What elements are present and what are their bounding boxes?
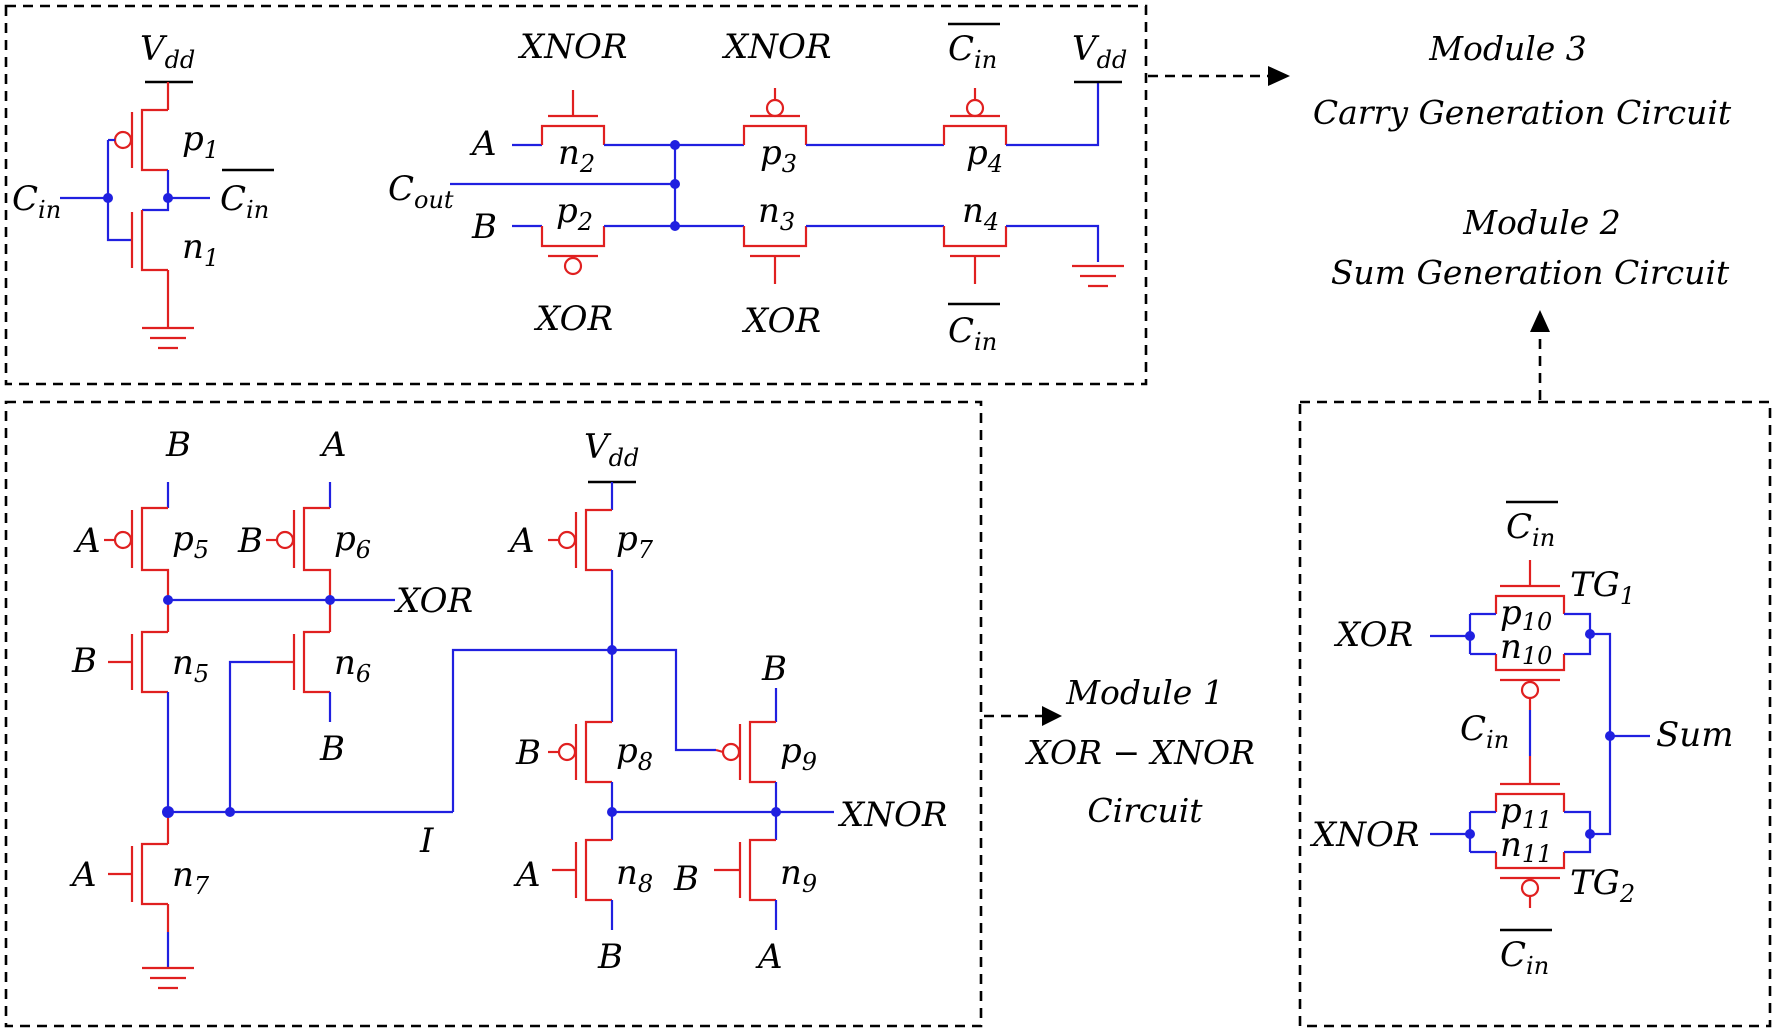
module1-line2: Circuit <box>1087 791 1203 830</box>
p4-label: p4 <box>966 133 1003 178</box>
n4-label: n4 <box>962 191 999 236</box>
n9-label: n9 <box>780 853 817 898</box>
p1-label: p1 <box>182 119 219 164</box>
cin-inverter <box>60 80 210 350</box>
input-a-carry: A <box>469 124 497 164</box>
a-gate-label-p7: A <box>507 521 535 561</box>
xor-xnor-frame <box>4 400 983 1028</box>
arrow-to-module3 <box>1148 66 1290 86</box>
xnor-gate-label-n2: XNOR <box>517 27 627 67</box>
module2-title: Module 2 <box>1462 203 1621 242</box>
module2-subtitle: Sum Generation Circuit <box>1331 253 1730 292</box>
p6-label: p6 <box>334 519 371 564</box>
xor-gate-label-p2: XOR <box>533 299 613 339</box>
n10-label: n10 <box>1500 627 1552 670</box>
carry-network <box>450 80 1124 288</box>
arrow-to-module2 <box>1530 310 1550 400</box>
p7-label: p7 <box>616 519 654 564</box>
b-gate-label-p6: B <box>237 521 263 561</box>
n11-label: n11 <box>1500 825 1552 868</box>
n5-label: n5 <box>172 643 209 688</box>
p10-label: p10 <box>1500 593 1552 636</box>
n1-label: n1 <box>182 227 219 272</box>
vdd-label-inv: Vdd <box>140 29 195 74</box>
n8-label: n8 <box>616 853 653 898</box>
node-i-label: I <box>419 821 434 861</box>
module3-title: Module 3 <box>1428 29 1587 68</box>
tg1-label: TG1 <box>1570 565 1635 610</box>
p8-label: p8 <box>616 731 653 776</box>
n6-label: n6 <box>334 643 371 688</box>
a-gate-label-p5: A <box>73 521 101 561</box>
b-bottom-label-n6: B <box>319 729 345 769</box>
a-gate-label-n7: A <box>69 855 97 895</box>
arrow-to-module1 <box>984 706 1062 726</box>
xor-input-label: XOR <box>1333 615 1413 655</box>
n7-label: n7 <box>172 855 210 900</box>
p9-label: p9 <box>780 731 817 776</box>
carry-generation-frame <box>4 4 1148 386</box>
vdd-label-carry: Vdd <box>1072 29 1127 74</box>
input-b-carry: B <box>471 207 497 247</box>
n3-label: n3 <box>758 191 795 236</box>
cin-gate-label-p4: Cin <box>948 29 997 74</box>
p11-label: p11 <box>1500 791 1552 834</box>
sum-generation-frame <box>1298 400 1772 1028</box>
sum-network <box>1430 560 1650 908</box>
b-bottom-label-n8: B <box>597 937 623 977</box>
vdd-label-xor: Vdd <box>584 427 639 472</box>
b-gate-label-n5: B <box>71 641 97 681</box>
cin-input-label: Cin <box>12 179 61 224</box>
cin-bar-output-label: Cin <box>220 179 269 224</box>
cin-label-tg2: Cin <box>1500 935 1549 980</box>
module1-line1: XOR − XNOR <box>1024 733 1255 772</box>
b-top-label-p9: B <box>761 649 787 689</box>
xnor-gate-label-p3: XNOR <box>721 27 831 67</box>
b-top-label-p5: B <box>165 425 191 465</box>
a-top-label-p6: A <box>319 425 347 465</box>
cout-label: Cout <box>388 169 454 214</box>
xnor-output-label: XNOR <box>837 795 947 835</box>
p2-label: p2 <box>556 191 593 236</box>
module1-title: Module 1 <box>1065 673 1224 712</box>
cin-label-tg1: Cin <box>1506 507 1555 552</box>
a-bottom-label-n9: A <box>755 937 783 977</box>
cin-gate-label-n4: Cin <box>948 311 997 356</box>
p5-label: p5 <box>172 519 209 564</box>
sum-output-label: Sum <box>1656 715 1733 755</box>
xor-gate-label-n3: XOR <box>741 301 821 341</box>
b-gate-label-p8: B <box>515 733 541 773</box>
a-gate-label-n8: A <box>513 855 541 895</box>
xor-output-label: XOR <box>393 581 473 621</box>
xnor-input-label: XNOR <box>1309 815 1419 855</box>
tg2-label: TG2 <box>1570 863 1635 908</box>
p3-label: p3 <box>760 133 797 178</box>
b-gate-label-n9: B <box>673 859 699 899</box>
xor-xnor-network <box>104 480 834 990</box>
module3-subtitle: Carry Generation Circuit <box>1313 93 1732 132</box>
n2-label: n2 <box>558 133 595 178</box>
cin-label-mid: Cin <box>1460 709 1509 754</box>
